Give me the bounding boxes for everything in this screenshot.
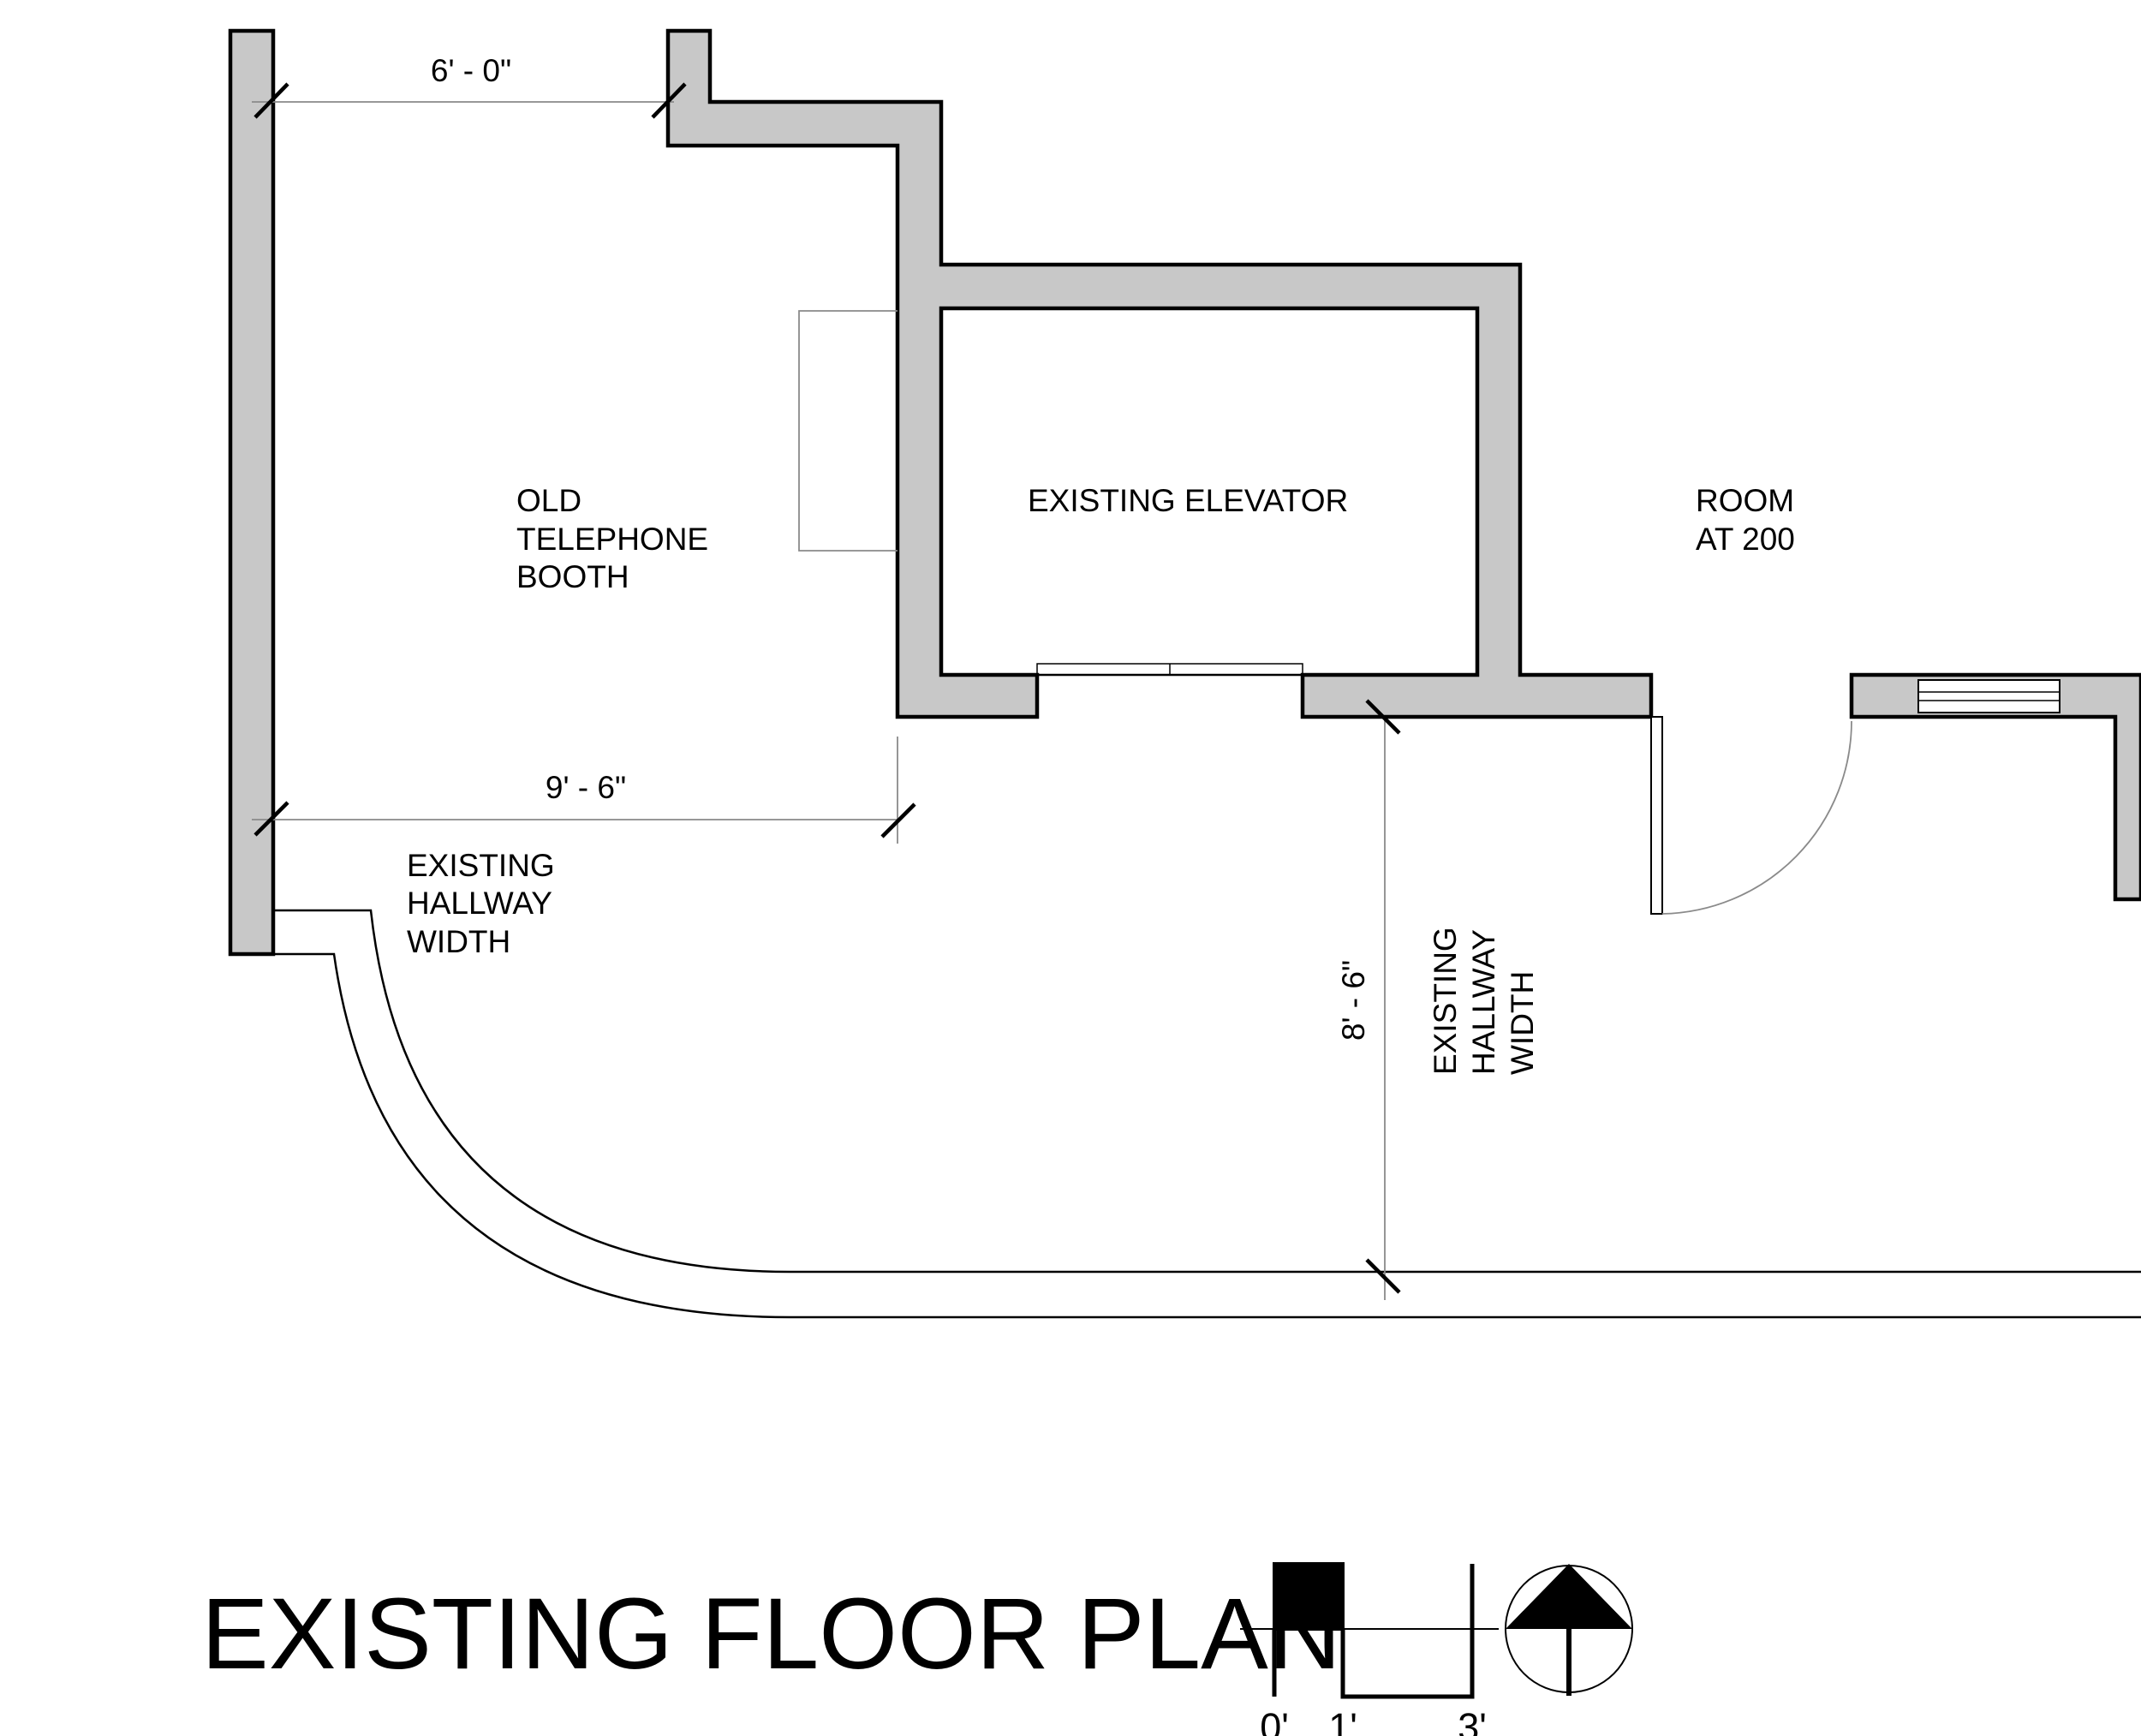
scale-label-0: 0' [1260,1705,1289,1736]
dimension-middle-label: 9' - 6" [546,770,626,805]
dimension-hallway-label: 8' - 6" [1336,960,1371,1041]
dimension-hallway [1365,699,1401,1300]
dimension-top-label: 6' - 0" [431,53,511,88]
elevator-label: EXISTING ELEVATOR [1028,483,1348,518]
right-wall [1849,672,2141,902]
booth-label: OLD TELEPHONE BOOTH [516,483,717,594]
elevator-door [1036,663,1303,676]
telephone-booth-outline [798,310,898,552]
window [1917,679,2060,713]
left-wall [228,28,276,957]
drawing-title: EXISTING FLOOR PLAN [201,1578,1341,1691]
curved-hallway-wall [273,909,2141,1319]
scale-bar [1240,1562,1499,1699]
scale-label-1: 1' [1328,1705,1357,1736]
north-arrow-icon [1505,1564,1633,1696]
upper-stepped-wall [665,28,1654,719]
room-200-door [1650,716,1852,915]
hallway-left-label: EXISTING HALLWAY WIDTH [407,848,564,959]
dimension-middle [252,737,916,844]
dimension-top [252,82,687,119]
svg-text:EXISTING: EXISTING [1428,927,1463,1075]
room-200-label: ROOM AT 200 [1696,483,1803,557]
svg-text:WIDTH: WIDTH [1505,971,1540,1075]
hallway-right-label: EXISTING HALLWAY WIDTH [1428,927,1540,1075]
scale-label-3: 3' [1458,1705,1487,1736]
svg-text:HALLWAY: HALLWAY [1466,929,1501,1075]
